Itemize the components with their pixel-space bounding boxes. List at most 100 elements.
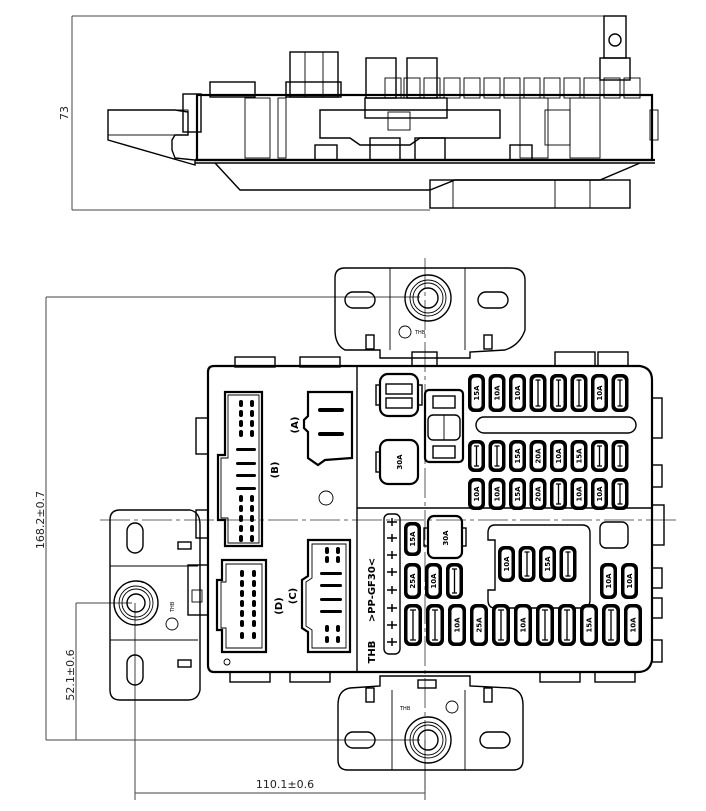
fuse[interactable]: 10A — [468, 478, 485, 510]
fuse[interactable] — [570, 374, 588, 412]
fuse[interactable]: 10A — [591, 374, 608, 412]
connector-pin — [336, 556, 340, 563]
fuse[interactable]: 10A — [600, 563, 617, 599]
mount-vertical-label: 52.1±0.6 — [64, 649, 77, 700]
fuse[interactable] — [550, 478, 567, 510]
fuse[interactable] — [488, 440, 506, 472]
fuse[interactable] — [611, 374, 629, 412]
connector-pin — [320, 610, 342, 613]
fuse[interactable] — [529, 374, 547, 412]
empty-fuse-slot-icon — [565, 551, 571, 577]
fuse[interactable]: 10A — [624, 604, 642, 646]
connector-pin — [325, 625, 329, 632]
mini-relay-cluster — [423, 388, 465, 464]
empty-fuse-slot-icon — [524, 551, 530, 577]
fuse[interactable]: 10A — [488, 374, 506, 412]
fuse[interactable]: 15A — [468, 374, 485, 412]
fuse-rating: 10A — [596, 385, 604, 401]
connector-pin — [320, 598, 342, 601]
fuse[interactable]: 15A — [580, 604, 598, 646]
connector-pin — [239, 535, 243, 542]
fuse-rating: 20A — [535, 486, 543, 502]
fuse[interactable] — [468, 440, 485, 472]
fuse[interactable] — [536, 604, 554, 646]
fuse[interactable]: 10A — [425, 563, 442, 599]
connector-pin — [250, 400, 254, 407]
fuse[interactable]: 10A — [550, 440, 567, 472]
fuse[interactable]: 15A — [509, 440, 526, 472]
fuse[interactable] — [426, 604, 444, 646]
relay-2-rating: 30A — [396, 454, 404, 470]
fuse[interactable]: 15A — [570, 440, 588, 472]
empty-fuse-slot-icon — [535, 379, 541, 407]
empty-fuse-slot-icon — [564, 609, 570, 641]
fuse[interactable]: 10A — [570, 478, 588, 510]
fuse[interactable] — [559, 546, 577, 582]
fuse-puller-slot — [475, 416, 637, 434]
fuse[interactable] — [492, 604, 510, 646]
test-point-icon — [387, 621, 397, 629]
fuse[interactable]: 25A — [470, 604, 488, 646]
empty-fuse-slot-icon — [556, 379, 561, 407]
fuse-rating: 10A — [576, 486, 584, 502]
fuse[interactable] — [591, 440, 608, 472]
connector-pin — [336, 625, 340, 632]
connector-pin — [252, 610, 256, 617]
left-slot-bottom — [126, 654, 144, 686]
fuse[interactable] — [518, 546, 536, 582]
fuse[interactable]: 10A — [488, 478, 506, 510]
connector-a-label: (A) — [290, 417, 301, 434]
fuse[interactable] — [446, 563, 463, 599]
test-point-icon — [387, 604, 397, 612]
connector-pin — [320, 572, 342, 575]
connector-pin — [252, 590, 256, 597]
connector-d-label: (D) — [274, 597, 285, 614]
fuse-rating: 10A — [494, 385, 502, 401]
left-slot-top — [126, 522, 144, 554]
fuse[interactable] — [602, 604, 620, 646]
fuse-rating: 10A — [555, 448, 563, 464]
fuse[interactable] — [550, 374, 567, 412]
fuse[interactable]: 10A — [621, 563, 638, 599]
fuse[interactable]: 10A — [448, 604, 466, 646]
fuse[interactable]: 15A — [404, 522, 421, 556]
connector-pin — [240, 590, 244, 597]
fuse[interactable] — [611, 478, 629, 510]
fuse[interactable] — [404, 604, 422, 646]
connector-pin — [250, 535, 254, 542]
connector-pin — [240, 600, 244, 607]
height-dimension-label: 73 — [58, 106, 71, 120]
fuse[interactable]: 20A — [529, 440, 547, 472]
side-connector-top — [289, 51, 339, 98]
connector-pin — [239, 525, 243, 532]
connector-pin — [240, 620, 244, 627]
fuse-rating: 10A — [494, 486, 502, 502]
bottom-bracket-marking: THB — [399, 706, 411, 712]
fuse[interactable] — [558, 604, 576, 646]
fuse[interactable]: 25A — [404, 563, 421, 599]
fuse-rating: 10A — [514, 385, 522, 401]
connector-pin — [250, 495, 254, 502]
connector-pin — [250, 505, 254, 512]
fuse-rating: 15A — [544, 556, 552, 572]
fuse[interactable] — [611, 440, 629, 472]
fuse[interactable]: 10A — [514, 604, 532, 646]
bottom-mounting-bracket: THB — [337, 675, 524, 771]
fuse[interactable]: 20A — [529, 478, 547, 510]
fuse[interactable]: 10A — [509, 374, 526, 412]
fuse[interactable]: 10A — [591, 478, 608, 510]
fuse[interactable]: 10A — [498, 546, 515, 582]
empty-fuse-slot-icon — [617, 483, 623, 505]
fuse[interactable]: 15A — [539, 546, 556, 582]
fuse-rating: 10A — [503, 556, 511, 572]
empty-fuse-slot-icon — [576, 379, 582, 407]
fuse-rating: 15A — [586, 617, 594, 633]
top-view: 168.2±0.7 52.1±0.6 110.1±0.6 THB — [34, 258, 680, 800]
fuse-rating: 10A — [473, 486, 481, 502]
test-point-icon — [387, 638, 397, 646]
fuse-rating: 10A — [626, 573, 634, 589]
fuse[interactable]: 15A — [509, 478, 526, 510]
connector-pin — [320, 584, 342, 587]
